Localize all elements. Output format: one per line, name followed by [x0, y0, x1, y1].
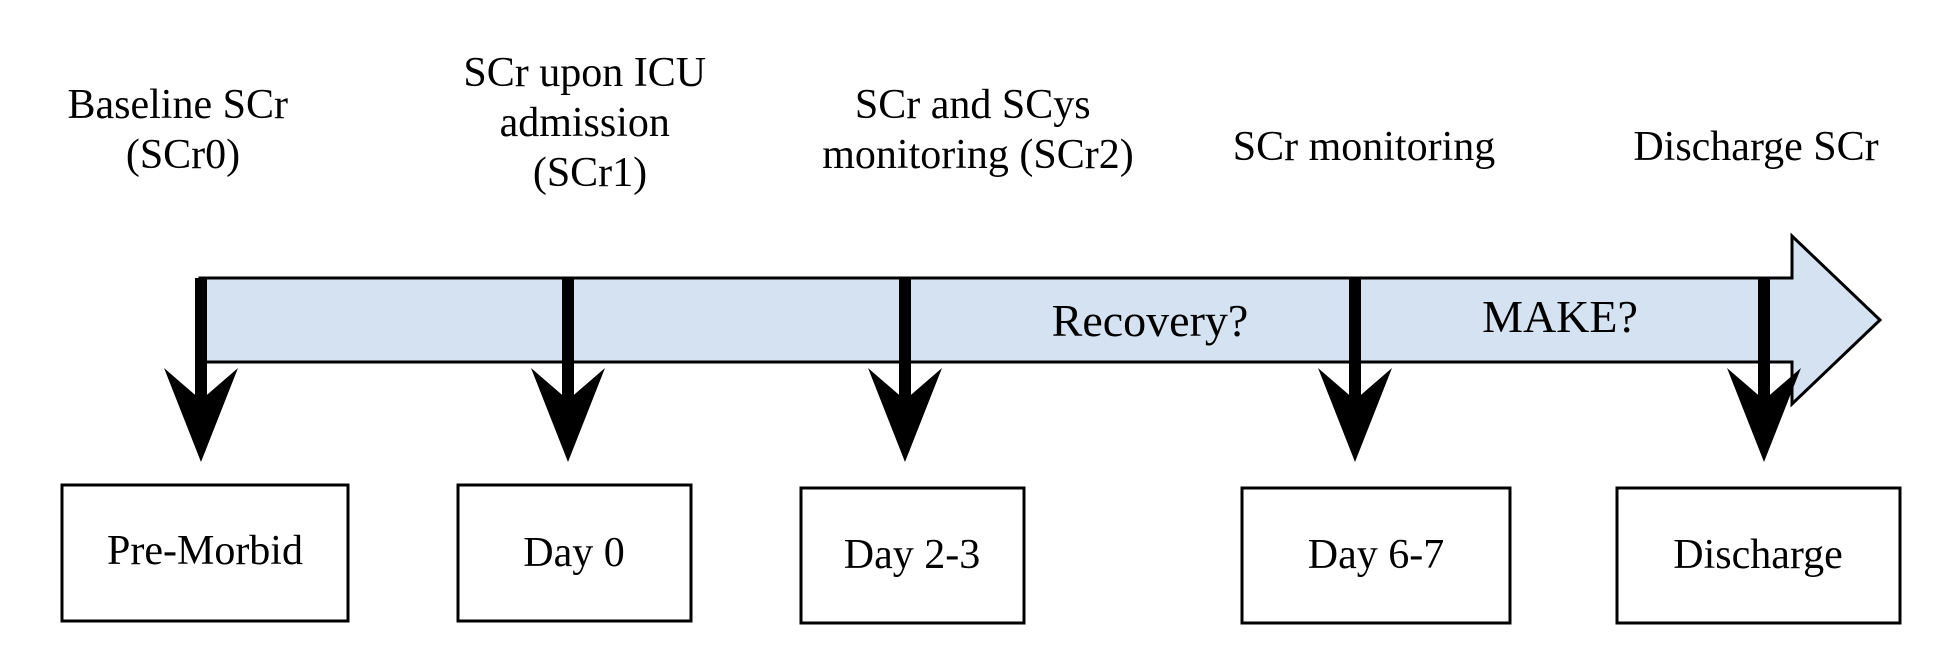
down-arrow-head	[1727, 368, 1801, 462]
milestone-day-2-3: SCr and SCys monitoring (SCr2) Day 2-3	[799, 82, 1134, 625]
stage-box-label: Day 2-3	[844, 532, 980, 578]
milestone-pre-morbid: Baseline SCr (SCr0) Pre-Morbid	[60, 82, 350, 623]
stage-box	[60, 483, 350, 623]
top-label: SCr monitoring	[1233, 124, 1496, 170]
top-label-line: monitoring (SCr2)	[822, 132, 1134, 178]
stage-box-label: Pre-Morbid	[107, 528, 303, 574]
top-label-line: admission	[500, 100, 670, 146]
down-arrow-head	[1318, 368, 1392, 462]
stage-box-label: Day 0	[523, 530, 624, 576]
stage-box	[1615, 486, 1902, 625]
top-label-line: Baseline SCr	[68, 82, 288, 128]
top-label-line: SCr and SCys	[855, 82, 1091, 128]
stage-box	[1240, 486, 1512, 625]
stage-box	[456, 483, 693, 623]
milestone-day-6-7: SCr monitoring Day 6-7	[1233, 124, 1512, 625]
top-label-line: (SCr0)	[126, 132, 240, 178]
down-arrow-head	[164, 368, 238, 462]
top-label: SCr upon ICU admission (SCr1)	[463, 50, 716, 196]
band-label-recovery: Recovery?	[1052, 295, 1249, 346]
band-label-make: MAKE?	[1482, 291, 1638, 342]
top-label-line: SCr monitoring	[1233, 124, 1496, 170]
timeline-arrow	[198, 232, 1883, 408]
milestone-discharge: Discharge SCr Discharge	[1615, 124, 1902, 625]
top-label: SCr and SCys monitoring (SCr2)	[822, 82, 1134, 178]
down-arrow-head	[531, 368, 605, 462]
top-label-line: SCr upon ICU	[463, 50, 706, 96]
top-label-line: Discharge SCr	[1633, 124, 1878, 170]
top-label: Discharge SCr	[1633, 124, 1878, 170]
top-label: Baseline SCr (SCr0)	[68, 82, 299, 178]
down-arrow-head	[868, 368, 942, 462]
milestone-day-0: SCr upon ICU admission (SCr1) Day 0	[456, 50, 716, 623]
top-label-line: (SCr1)	[533, 150, 647, 196]
stage-box	[799, 486, 1026, 625]
stage-box-label: Day 6-7	[1308, 532, 1444, 578]
stage-box-label: Discharge	[1673, 532, 1843, 578]
